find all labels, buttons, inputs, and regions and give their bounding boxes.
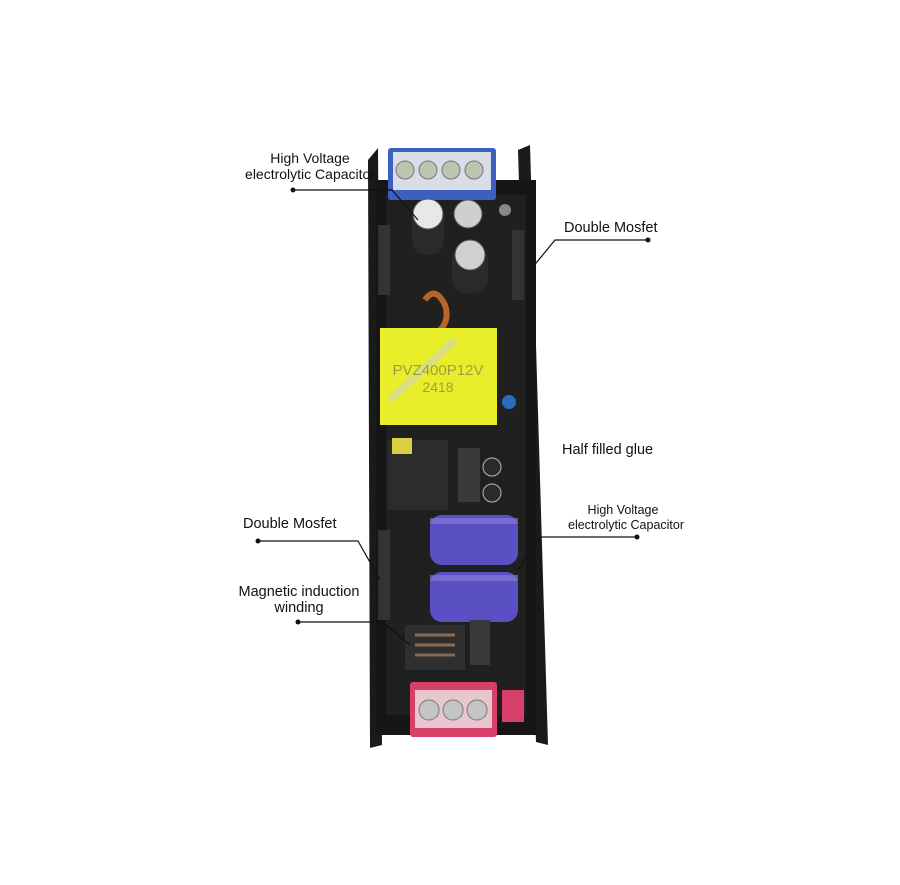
label-winding: Magnetic induction winding (234, 584, 364, 616)
label-top-capacitor: High Voltage electrolytic Capacitor (240, 150, 380, 182)
output-capacitors (430, 515, 518, 622)
label-right-capacitor: High Voltage electrolytic Capacitor (568, 503, 685, 533)
label-line: Magnetic induction (238, 584, 360, 600)
mosfet-left-bottom (378, 530, 390, 620)
label-line: electrolytic Capacitor (568, 518, 685, 532)
label-line: electrolytic Capacitor (245, 166, 375, 182)
mosfet-left-top (378, 225, 390, 295)
label-left-mosfet: Double Mosfet (243, 516, 337, 532)
label-line: winding (274, 600, 324, 616)
label-line: High Voltage (587, 503, 659, 517)
label-line: High Voltage (270, 150, 350, 166)
mosfet-right-top (512, 230, 524, 300)
output-terminal-block (410, 682, 524, 737)
label-top-mosfet: Double Mosfet (564, 220, 658, 236)
leader-lines (258, 189, 648, 646)
label-glue: Half filled glue (562, 442, 654, 458)
transformer: PVZ400P12V 2418 (380, 328, 516, 425)
top-capacitors (412, 198, 511, 293)
magnetic-winding (405, 620, 490, 670)
transformer-code: 2418 (422, 379, 453, 395)
transformer-model: PVZ400P12V (393, 362, 484, 379)
input-terminal-block (388, 148, 496, 200)
